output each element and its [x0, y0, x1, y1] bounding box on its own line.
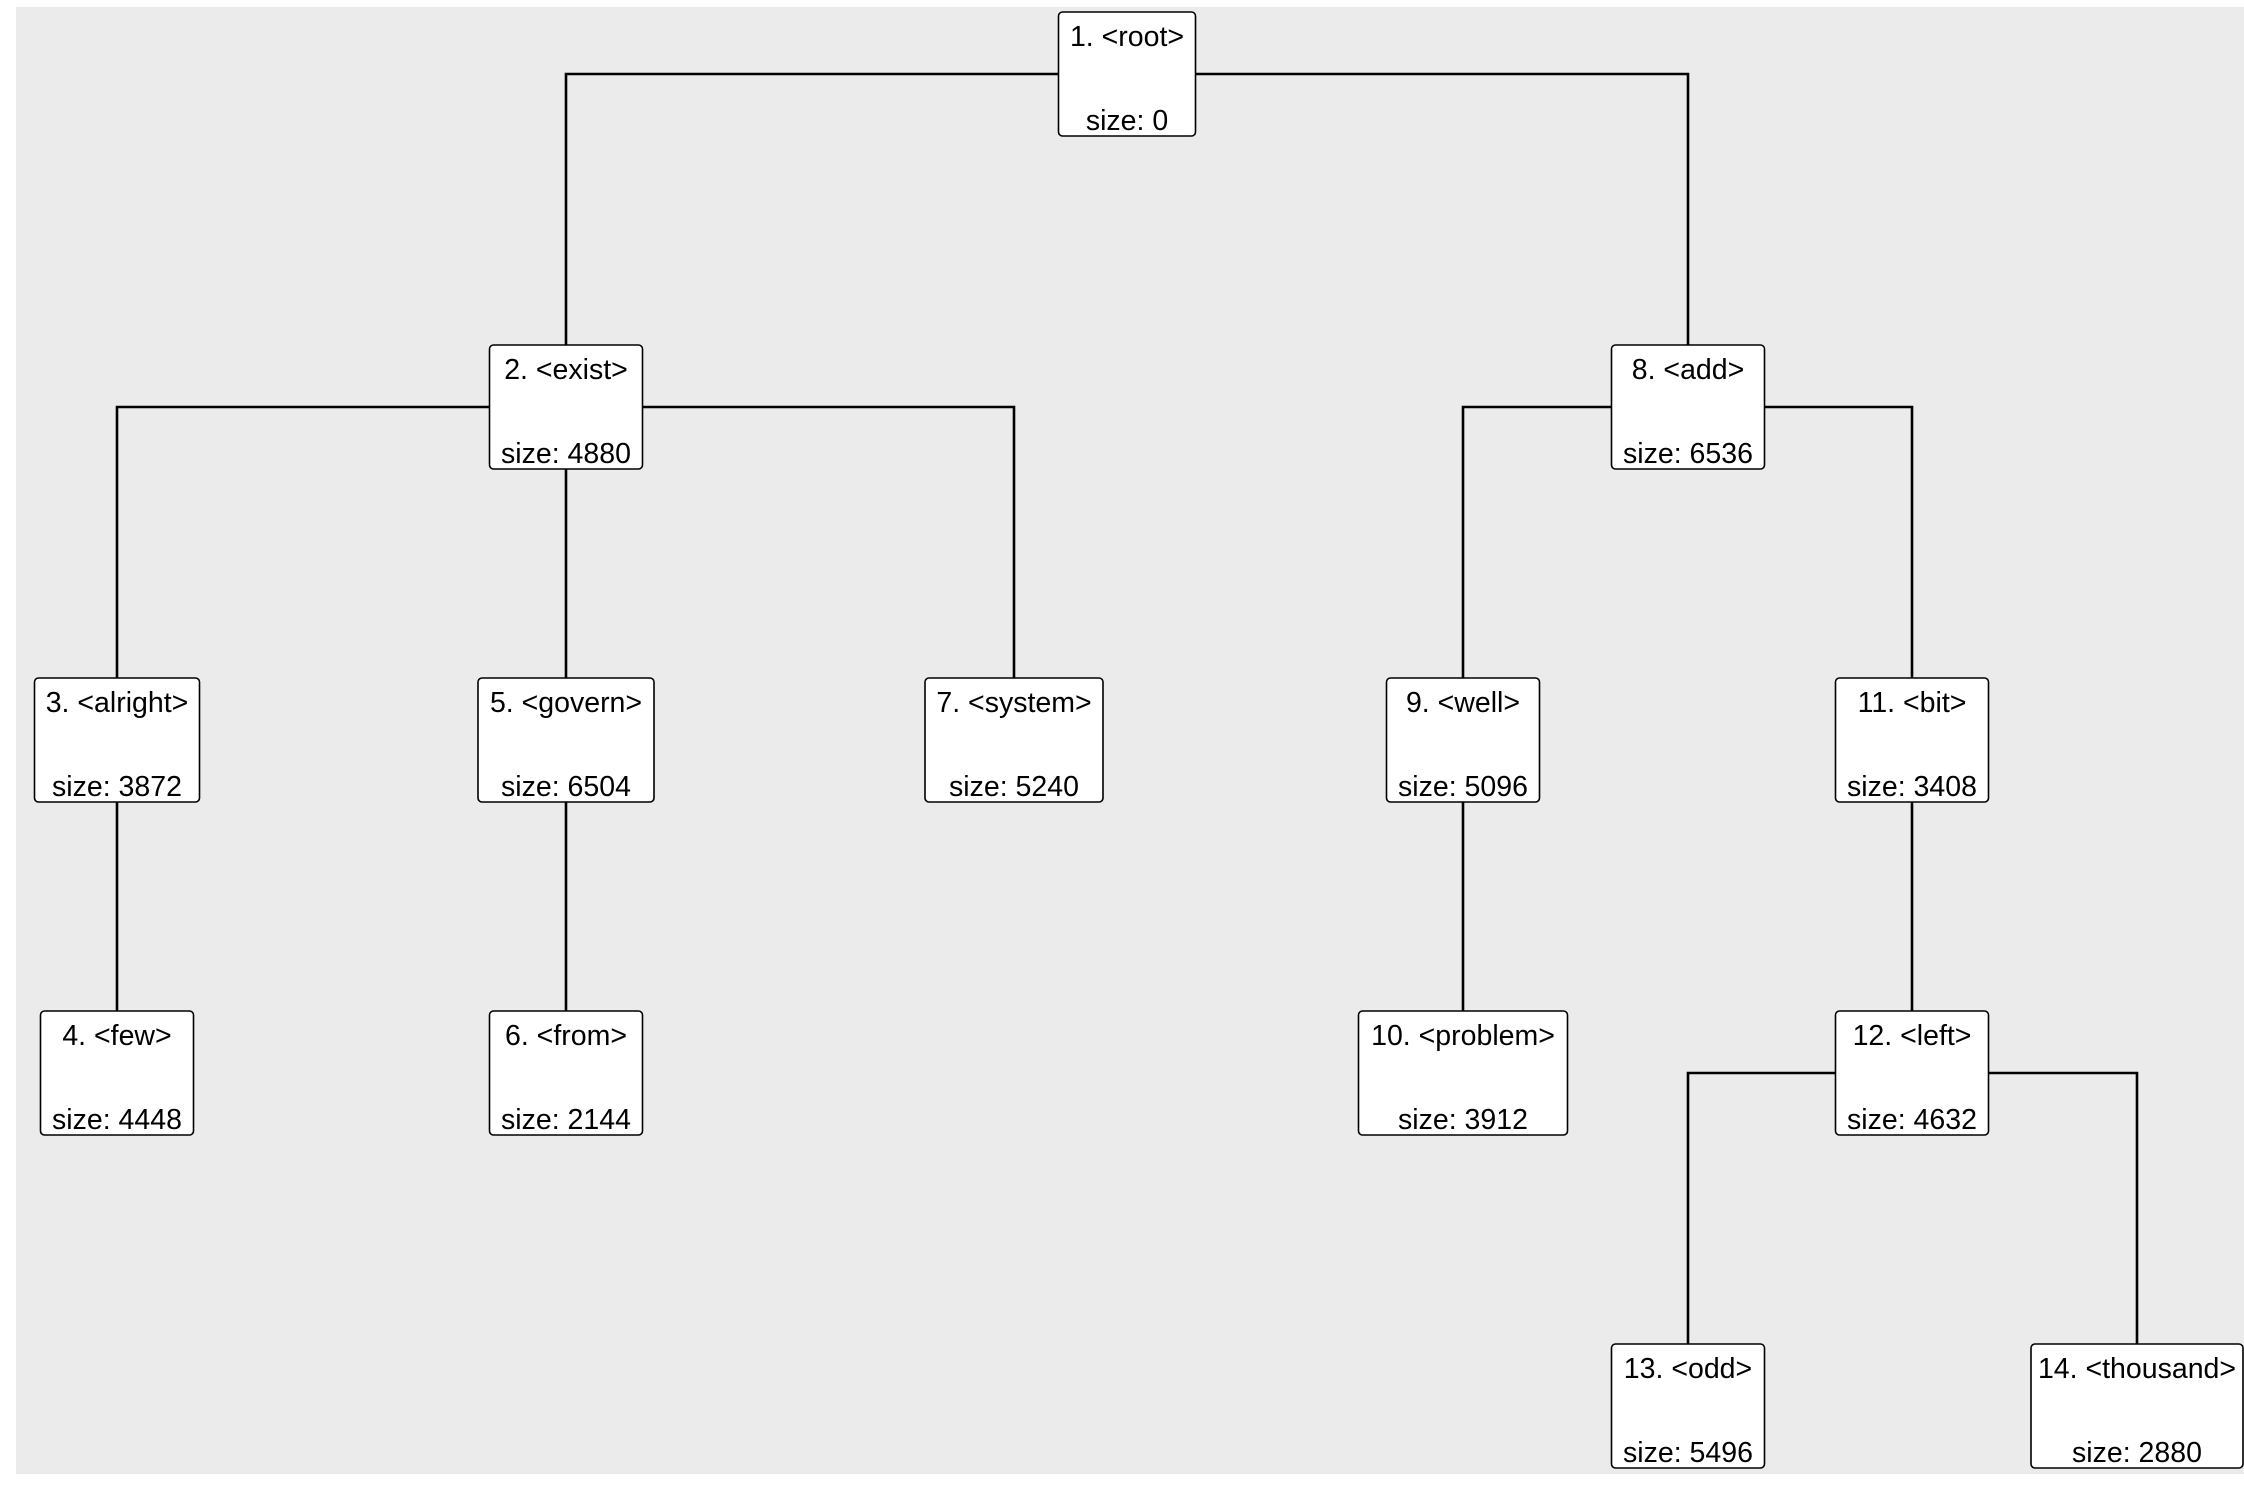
tree-edge-1-8 — [1127, 72, 1690, 345]
tree-node-1: 1. <root> size: 0 — [1057, 11, 1197, 137]
tree-node-9: 9. <well> size: 5096 — [1385, 677, 1541, 803]
tree-node-4: 4. <few> size: 4448 — [39, 1010, 195, 1136]
tree-nodes: 1. <root> size: 0 2. <exist> size: 4880 3. <… — [33, 11, 2244, 1469]
node-size-label: size: 4448 — [52, 1104, 182, 1136]
tree-node-11: 11. <bit> size: 3408 — [1834, 677, 1990, 803]
tree-edge-1-2 — [564, 72, 1127, 345]
node-size-label: size: 6504 — [501, 771, 631, 803]
node-box — [39, 1010, 195, 1136]
node-title: 7. <system> — [936, 687, 1091, 719]
tree-node-6: 6. <from> size: 2144 — [488, 1010, 644, 1136]
node-box — [924, 677, 1104, 803]
node-title: 13. <odd> — [1624, 1353, 1752, 1385]
tree-node-3: 3. <alright> size: 3872 — [33, 677, 201, 803]
node-box — [1610, 1343, 1766, 1469]
node-title: 10. <problem> — [1371, 1020, 1555, 1052]
node-title: 3. <alright> — [46, 687, 189, 719]
node-title: 8. <add> — [1632, 354, 1745, 386]
tree-node-7: 7. <system> size: 5240 — [924, 677, 1104, 803]
node-size-label: size: 5096 — [1398, 771, 1528, 803]
tree-edge-2-3 — [115, 405, 566, 678]
node-size-label: size: 4632 — [1847, 1104, 1977, 1136]
node-size-label: size: 0 — [1086, 105, 1168, 137]
node-box — [1610, 344, 1766, 470]
node-title: 11. <bit> — [1858, 687, 1967, 719]
node-title: 12. <left> — [1853, 1020, 1972, 1052]
tree-edge-2-7 — [566, 405, 1016, 678]
node-title: 4. <few> — [62, 1020, 171, 1052]
node-size-label: size: 4880 — [501, 438, 631, 470]
node-title: 14. <thousand> — [2038, 1353, 2236, 1385]
node-box — [477, 677, 655, 803]
node-size-label: size: 3912 — [1398, 1104, 1528, 1136]
node-title: 1. <root> — [1070, 21, 1184, 53]
tree-node-13: 13. <odd> size: 5496 — [1610, 1343, 1766, 1469]
tree-node-2: 2. <exist> size: 4880 — [488, 344, 644, 470]
node-size-label: size: 5240 — [949, 771, 1079, 803]
tree-node-10: 10. <problem> size: 3912 — [1357, 1010, 1569, 1136]
node-box — [1385, 677, 1541, 803]
node-title: 2. <exist> — [504, 354, 628, 386]
node-box — [33, 677, 201, 803]
tree-node-12: 12. <left> size: 4632 — [1834, 1010, 1990, 1136]
node-title: 6. <from> — [505, 1020, 627, 1052]
node-size-label: size: 2144 — [501, 1104, 631, 1136]
tree-node-8: 8. <add> size: 6536 — [1610, 344, 1766, 470]
node-size-label: size: 6536 — [1623, 438, 1753, 470]
node-box — [1834, 677, 1990, 803]
node-box — [488, 1010, 644, 1136]
node-size-label: size: 5496 — [1623, 1437, 1753, 1469]
node-size-label: size: 3408 — [1847, 771, 1977, 803]
node-box — [488, 344, 644, 470]
node-box — [1834, 1010, 1990, 1136]
node-size-label: size: 3872 — [52, 771, 182, 803]
node-box — [1057, 11, 1197, 137]
node-title: 5. <govern> — [490, 687, 642, 719]
node-title: 9. <well> — [1406, 687, 1520, 719]
node-box — [1357, 1010, 1569, 1136]
tree-node-5: 5. <govern> size: 6504 — [477, 677, 655, 803]
tree-node-14: 14. <thousand> size: 2880 — [2030, 1343, 2244, 1469]
node-size-label: size: 2880 — [2072, 1437, 2202, 1469]
node-box — [2030, 1343, 2244, 1469]
